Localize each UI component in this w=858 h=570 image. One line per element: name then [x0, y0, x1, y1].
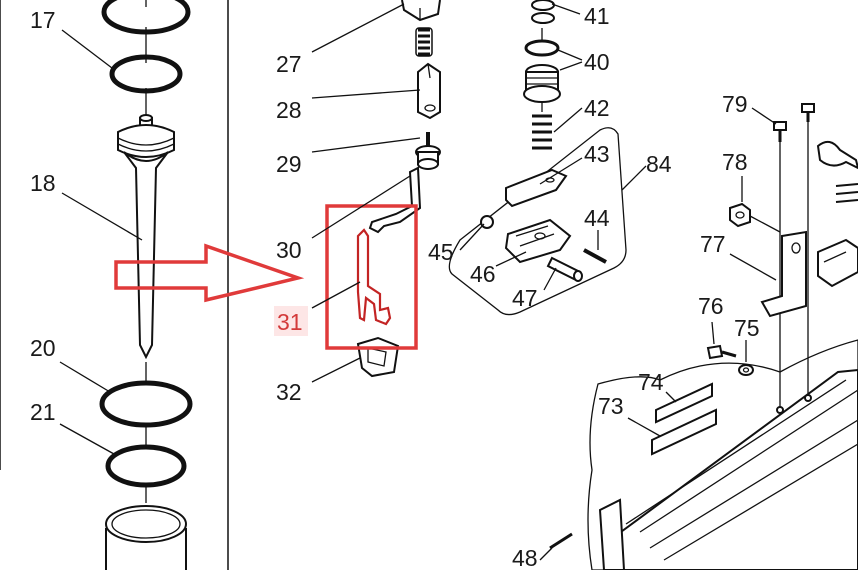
label-84: 84 — [646, 151, 672, 177]
label-76: 76 — [698, 293, 724, 319]
label-30: 30 — [276, 237, 302, 263]
label-74: 74 — [638, 369, 664, 395]
label-plate-73 — [651, 408, 717, 456]
label-47: 47 — [512, 285, 538, 311]
red-pointer-arrow — [114, 243, 305, 303]
part-43-plate — [505, 168, 568, 208]
right-mechanism — [816, 140, 858, 288]
part-46-bracket — [504, 218, 572, 264]
part-27-top-block — [401, 0, 441, 22]
screw-79 — [773, 121, 787, 142]
label-plate-74 — [655, 382, 713, 424]
part-28-latch — [417, 62, 441, 120]
spring-42 — [532, 114, 552, 150]
label-41: 41 — [584, 3, 610, 29]
piston-18 — [117, 114, 175, 360]
label-79: 79 — [722, 91, 748, 117]
bracket-77 — [760, 230, 807, 318]
cylinder-bottom — [105, 505, 187, 570]
highlight-box — [325, 204, 418, 350]
label-46: 46 — [470, 261, 496, 287]
label-78: 78 — [722, 149, 748, 175]
spring-27 — [415, 27, 433, 57]
magazine-rail — [598, 368, 858, 570]
part-40-valve — [523, 64, 561, 103]
part-47-pin — [546, 256, 583, 282]
label-28: 28 — [276, 97, 302, 123]
part-44-pin — [583, 248, 607, 264]
label-44: 44 — [584, 205, 610, 231]
part-32-clip — [356, 336, 400, 378]
label-18: 18 — [30, 170, 56, 196]
label-48: 48 — [512, 545, 538, 570]
label-40: 40 — [584, 49, 610, 75]
group-84-outline — [448, 127, 627, 316]
magazine-outline — [587, 339, 858, 570]
screw-76 — [706, 344, 737, 360]
washer-75 — [738, 364, 754, 376]
part-41-rings — [524, 0, 560, 57]
label-17: 17 — [30, 7, 56, 33]
label-77: 77 — [700, 231, 726, 257]
part-29-pin — [415, 132, 441, 170]
nut-78 — [729, 202, 751, 228]
ring-20 — [99, 380, 193, 428]
label-31: 31 — [277, 309, 303, 335]
part-31-lever — [356, 228, 392, 326]
label-32: 32 — [276, 379, 302, 405]
part-45-ball — [480, 215, 494, 229]
label-75: 75 — [734, 315, 760, 341]
ring-21 — [105, 444, 187, 488]
label-29: 29 — [276, 151, 302, 177]
label-45: 45 — [428, 239, 454, 265]
label-21: 21 — [30, 399, 56, 425]
label-73: 73 — [598, 393, 624, 419]
label-27: 27 — [276, 51, 302, 77]
label-42: 42 — [584, 95, 610, 121]
screw-top-right — [801, 103, 815, 122]
pin-48 — [549, 532, 573, 550]
label-31-highlight: 31 — [274, 306, 308, 336]
label-20: 20 — [30, 335, 56, 361]
label-43: 43 — [584, 141, 610, 167]
part-30-hook — [368, 166, 422, 234]
